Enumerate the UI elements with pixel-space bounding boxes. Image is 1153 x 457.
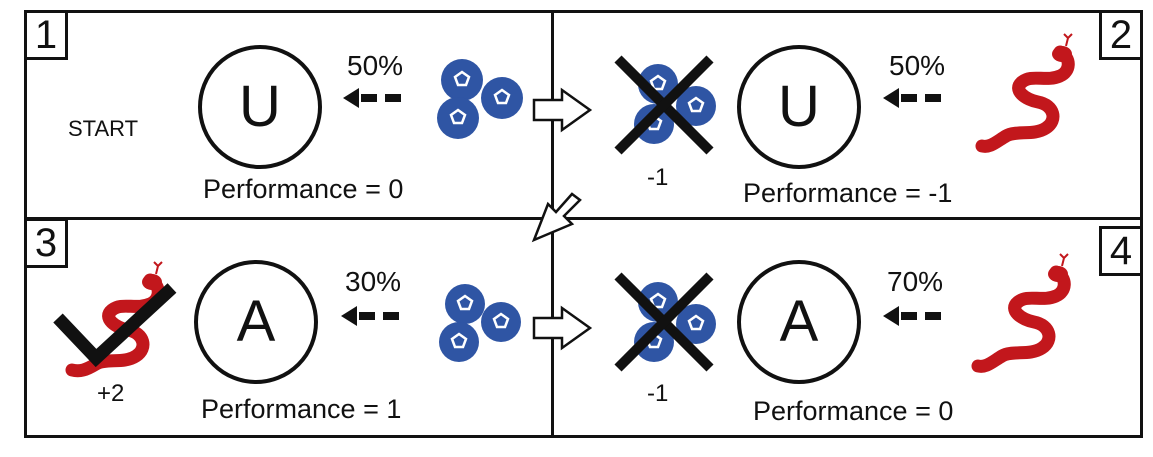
performance-label: Performance = -1 xyxy=(743,178,953,208)
state-circle: U xyxy=(737,45,861,169)
blueberries-icon xyxy=(439,284,521,362)
probability-label: 50% xyxy=(889,50,946,81)
snake-icon xyxy=(975,33,1075,153)
probability-label: 30% xyxy=(345,266,402,297)
performance-label: Performance = 1 xyxy=(201,394,402,424)
state-circle: A xyxy=(737,260,861,384)
performance-label: Performance = 0 xyxy=(753,396,954,426)
state-circle: A xyxy=(194,260,318,384)
start-label: START xyxy=(68,116,139,141)
reward-label: -1 xyxy=(647,380,669,407)
probability-label: 50% xyxy=(347,50,404,81)
probability-label: 70% xyxy=(887,266,944,297)
dashed-arrow-icon xyxy=(883,306,941,326)
state-circle: U xyxy=(198,45,322,169)
snake-icon xyxy=(971,253,1071,373)
blueberries-icon xyxy=(437,59,523,139)
panel-number: 3 xyxy=(24,218,68,268)
hollow-arrow-icon xyxy=(532,87,593,133)
checkmark-icon xyxy=(53,283,177,368)
dashed-arrow-icon xyxy=(343,88,401,108)
hollow-arrow-icon xyxy=(531,192,582,243)
reward-label: +2 xyxy=(97,380,125,407)
dashed-arrow-icon xyxy=(341,306,399,326)
panel-number: 4 xyxy=(1099,226,1143,276)
panel-number: 1 xyxy=(24,10,68,60)
cross-icon xyxy=(614,55,714,155)
reward-label: -1 xyxy=(647,164,669,191)
cross-icon xyxy=(614,272,714,372)
performance-label: Performance = 0 xyxy=(203,174,404,204)
panel-number: 2 xyxy=(1099,10,1143,60)
horizontal-divider xyxy=(24,217,1143,220)
hollow-arrow-icon xyxy=(532,305,593,351)
dashed-arrow-icon xyxy=(883,88,941,108)
